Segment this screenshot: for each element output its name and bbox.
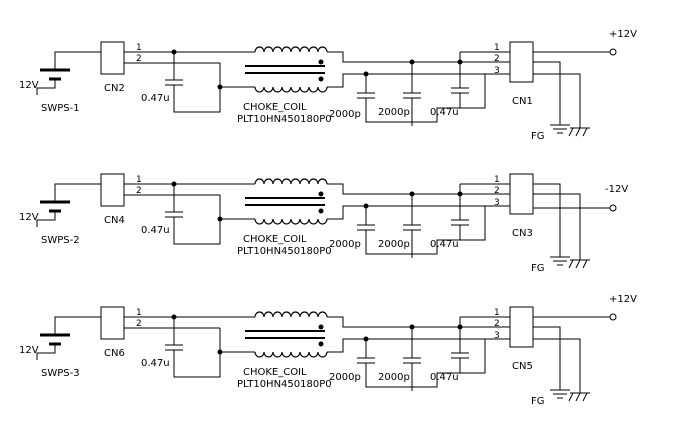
output-pin-1: 1 bbox=[494, 175, 500, 185]
output-pin-2: 2 bbox=[494, 54, 500, 64]
input-capacitor-value: 0.47u bbox=[141, 93, 170, 104]
input-connector bbox=[100, 173, 125, 207]
ycap-2-value: 2000p bbox=[378, 107, 410, 118]
output-pin-1: 1 bbox=[494, 43, 500, 53]
ycap-1-value: 2000p bbox=[329, 109, 361, 120]
ycap-2-value: 2000p bbox=[378, 372, 410, 383]
output-terminal bbox=[609, 48, 617, 56]
ycap-1-value: 2000p bbox=[329, 372, 361, 383]
battery-symbol bbox=[36, 51, 101, 95]
input-pin-2: 2 bbox=[136, 319, 142, 329]
input-capacitor bbox=[165, 314, 255, 378]
input-pin-1: 1 bbox=[136, 43, 142, 53]
output-capacitor-value: 0.47u bbox=[430, 107, 459, 118]
frame-ground-icon bbox=[550, 124, 570, 134]
supply-name: SWPS-2 bbox=[41, 235, 80, 246]
rail-label: +12V bbox=[609, 294, 637, 305]
input-connector-label: CN6 bbox=[104, 348, 125, 359]
output-pin-3: 3 bbox=[494, 198, 500, 208]
supply-name: SWPS-3 bbox=[41, 368, 80, 379]
output-capacitor-value: 0.47u bbox=[430, 239, 459, 250]
output-connector bbox=[509, 173, 534, 215]
output-terminal bbox=[609, 204, 617, 212]
input-capacitor-value: 0.47u bbox=[141, 358, 170, 369]
output-connector bbox=[509, 41, 534, 83]
battery-symbol bbox=[36, 316, 101, 360]
ground-label: FG bbox=[531, 131, 545, 142]
stage-1: 12V SWPS-1 CN2 1 2 0.47u bbox=[19, 29, 637, 142]
rail-label: -12V bbox=[605, 184, 628, 195]
choke-coil-symbol bbox=[245, 178, 510, 225]
input-capacitor bbox=[165, 181, 255, 245]
input-connector-label: CN4 bbox=[104, 215, 125, 226]
ycap-1-value: 2000p bbox=[329, 239, 361, 250]
stage-2: 12V SWPS-2 CN4 1 2 0.47u CHOKE_CO bbox=[19, 173, 628, 274]
ycap-2-value: 2000p bbox=[378, 239, 410, 250]
output-pin-3: 3 bbox=[494, 66, 500, 76]
ground-label: FG bbox=[531, 263, 545, 274]
input-connector bbox=[100, 41, 125, 75]
frame-ground-icon bbox=[550, 256, 570, 266]
input-connector-label: CN2 bbox=[104, 83, 125, 94]
output-connector-label: CN1 bbox=[512, 96, 533, 107]
choke-coil-part: PLT10HN450180P0 bbox=[237, 379, 332, 390]
choke-coil-name: CHOKE_COIL bbox=[243, 367, 307, 378]
choke-coil-symbol bbox=[245, 311, 510, 358]
output-connector-label: CN3 bbox=[512, 228, 533, 239]
output-connector-label: CN5 bbox=[512, 361, 533, 372]
choke-coil-symbol bbox=[245, 46, 510, 93]
frame-ground-icon bbox=[550, 389, 570, 399]
input-pin-1: 1 bbox=[136, 175, 142, 185]
stage-3: 12V SWPS-3 CN6 1 2 0.47u CHOKE_CO bbox=[19, 294, 637, 407]
chassis-ground-icon bbox=[568, 392, 590, 402]
ground-label: FG bbox=[531, 396, 545, 407]
output-pin-3: 3 bbox=[494, 331, 500, 341]
output-pin-2: 2 bbox=[494, 186, 500, 196]
ycap-network bbox=[357, 316, 510, 391]
supply-name: SWPS-1 bbox=[41, 103, 80, 114]
choke-coil-part: PLT10HN450180P0 bbox=[237, 114, 332, 125]
chassis-ground-icon bbox=[568, 259, 590, 269]
ycap-network bbox=[357, 51, 510, 126]
input-pin-1: 1 bbox=[136, 308, 142, 318]
input-capacitor-value: 0.47u bbox=[141, 225, 170, 236]
output-pin-1: 1 bbox=[494, 308, 500, 318]
battery-voltage: 12V bbox=[19, 212, 39, 223]
chassis-ground-icon bbox=[568, 127, 590, 137]
input-pin-2: 2 bbox=[136, 186, 142, 196]
output-terminal bbox=[609, 313, 617, 321]
output-capacitor-value: 0.47u bbox=[430, 372, 459, 383]
choke-coil-part: PLT10HN450180P0 bbox=[237, 246, 332, 257]
choke-coil-name: CHOKE_COIL bbox=[243, 234, 307, 245]
choke-coil-name: CHOKE_COIL bbox=[243, 102, 307, 113]
battery-voltage: 12V bbox=[19, 80, 39, 91]
input-pin-2: 2 bbox=[136, 54, 142, 64]
input-connector bbox=[100, 306, 125, 340]
output-pin-2: 2 bbox=[494, 319, 500, 329]
output-connector bbox=[509, 306, 534, 348]
battery-voltage: 12V bbox=[19, 345, 39, 356]
rail-label: +12V bbox=[609, 29, 637, 40]
input-capacitor bbox=[165, 49, 255, 113]
battery-symbol bbox=[36, 183, 101, 227]
ycap-network bbox=[357, 183, 510, 258]
